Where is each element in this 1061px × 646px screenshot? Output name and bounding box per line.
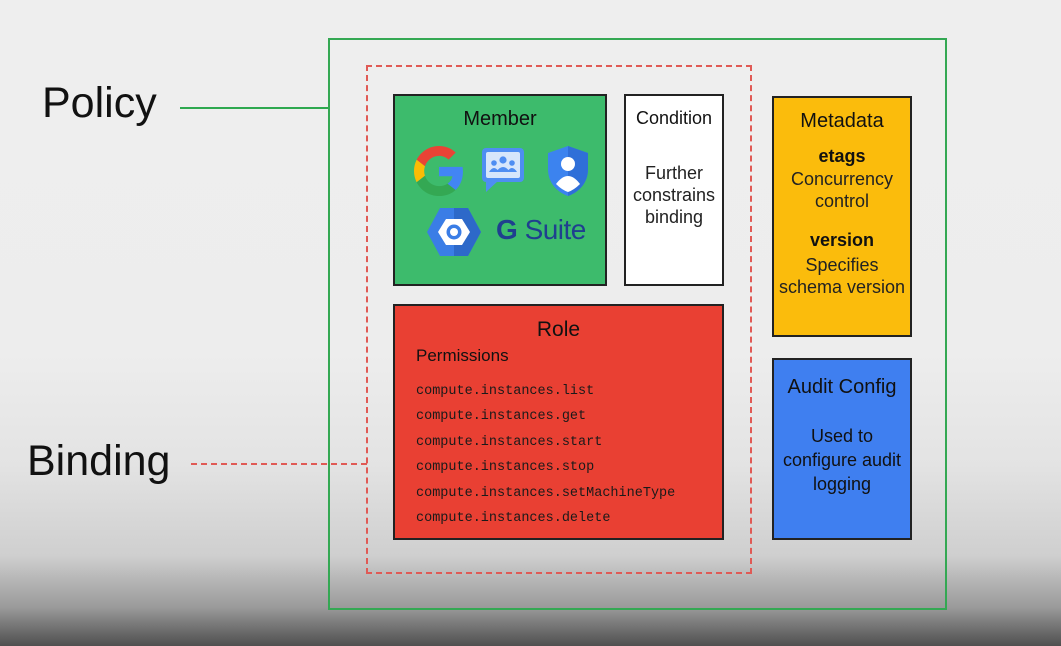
audit-config-title: Audit Config bbox=[787, 376, 897, 398]
permission-item: compute.instances.stop bbox=[416, 460, 595, 476]
g-suite-logo-g: G bbox=[496, 214, 518, 245]
metadata-title: Metadata bbox=[800, 110, 884, 132]
member-title: Member bbox=[463, 108, 537, 130]
google-groups-icon bbox=[482, 148, 524, 192]
permission-item: compute.instances.get bbox=[416, 409, 587, 425]
binding-box bbox=[366, 65, 752, 574]
g-suite-logo: G Suite bbox=[496, 214, 586, 246]
role-box: Role Permissions compute.instances.list … bbox=[393, 304, 724, 540]
permission-item: compute.instances.start bbox=[416, 434, 603, 450]
permission-item: compute.instances.list bbox=[416, 384, 595, 399]
metadata-box: Metadata etags Concurrency control versi… bbox=[772, 96, 912, 337]
google-g-icon bbox=[414, 146, 463, 196]
condition-description: Further constrains binding bbox=[632, 163, 716, 227]
etags-label: etags bbox=[818, 146, 866, 166]
permission-list: compute.instances.list compute.instances… bbox=[416, 379, 675, 531]
member-box: Member G Suite bbox=[393, 94, 607, 286]
binding-connector-line bbox=[191, 463, 367, 465]
cloud-hexagon-icon bbox=[427, 208, 481, 256]
role-title: Role bbox=[536, 318, 581, 341]
policy-box bbox=[328, 38, 947, 610]
policy-connector-line bbox=[180, 107, 329, 109]
audit-config-box: Audit Config Used to configure audit log… bbox=[772, 358, 912, 540]
g-suite-logo-suite: Suite bbox=[524, 214, 587, 245]
condition-title: Condition bbox=[635, 108, 713, 128]
version-description: Specifies schema version bbox=[778, 255, 906, 297]
permission-item: compute.instances.setMachineType bbox=[416, 485, 676, 501]
etags-description: Concurrency control bbox=[790, 169, 894, 211]
policy-label: Policy bbox=[42, 79, 157, 127]
condition-box: Condition Further constrains binding bbox=[624, 94, 724, 286]
service-account-shield-icon bbox=[548, 146, 588, 196]
audit-config-description: Used to configure audit logging bbox=[782, 426, 902, 494]
binding-label: Binding bbox=[27, 437, 171, 485]
permissions-label: Permissions bbox=[416, 346, 509, 365]
version-label: version bbox=[809, 230, 875, 250]
permission-item: compute.instances.delete bbox=[416, 511, 611, 527]
